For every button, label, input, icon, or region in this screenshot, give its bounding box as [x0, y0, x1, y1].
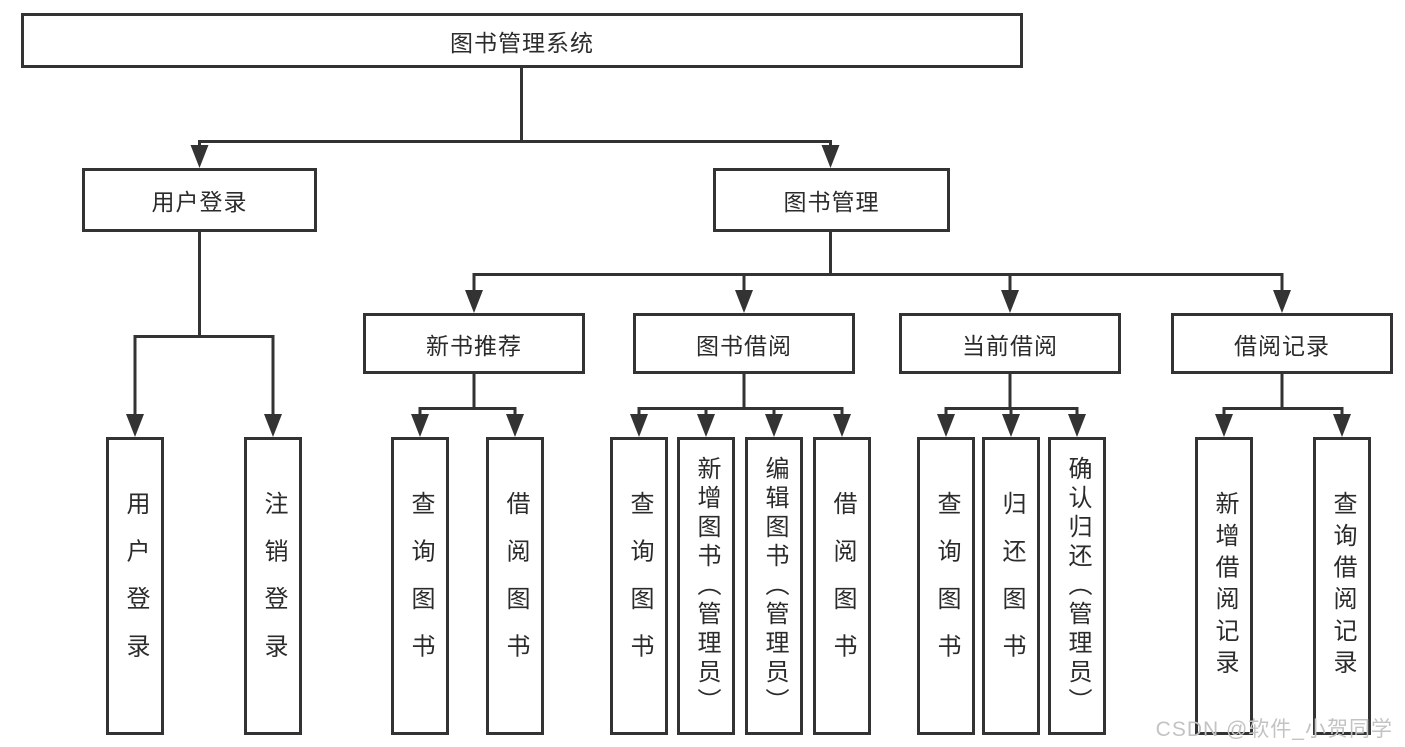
leaf-label: 查询图书 — [626, 491, 653, 681]
leaf-label: 借阅图书 — [829, 491, 856, 681]
leaf-label: 注销登录 — [260, 491, 287, 681]
node-leaf-search-books-2: 查询图书 — [610, 437, 668, 735]
leaf-label: 新增图书（管理员） — [693, 455, 720, 717]
node-leaf-edit-books-admin: 编辑图书（管理员） — [745, 437, 803, 735]
node-leaf-add-books-admin: 新增图书（管理员） — [677, 437, 735, 735]
leaf-label: 查询借阅记录 — [1329, 491, 1356, 681]
node-leaf-add-borrow-record: 新增借阅记录 — [1195, 437, 1253, 735]
node-leaf-borrow-books-1: 借阅图书 — [486, 437, 544, 735]
leaf-label: 查询图书 — [933, 491, 960, 681]
leaf-label: 新增借阅记录 — [1211, 491, 1238, 681]
node-leaf-user-login: 用户登录 — [106, 437, 164, 735]
node-new-book-recommendation: 新书推荐 — [363, 313, 585, 374]
node-leaf-confirm-return-admin: 确认归还（管理员） — [1048, 437, 1106, 735]
node-leaf-borrow-books-2: 借阅图书 — [813, 437, 871, 735]
node-borrowing-records: 借阅记录 — [1171, 313, 1393, 374]
node-current-borrowing: 当前借阅 — [899, 313, 1121, 374]
leaf-label: 查询图书 — [407, 491, 434, 681]
leaf-label: 用户登录 — [122, 491, 149, 681]
node-leaf-search-books-1: 查询图书 — [391, 437, 449, 735]
csdn-watermark: CSDN @软件_小贺同学 — [1155, 718, 1393, 741]
node-leaf-search-borrow-record: 查询借阅记录 — [1313, 437, 1371, 735]
node-leaf-return-books: 归还图书 — [982, 437, 1040, 735]
node-book-management-module: 图书管理 — [713, 168, 950, 232]
node-book-management-system: 图书管理系统 — [21, 13, 1023, 68]
leaf-label: 借阅图书 — [502, 491, 529, 681]
leaf-label: 归还图书 — [998, 491, 1025, 681]
leaf-label: 编辑图书（管理员） — [761, 455, 788, 717]
node-user-login-module: 用户登录 — [82, 168, 317, 232]
arrowhead-icons — [126, 145, 1351, 437]
leaf-label: 确认归还（管理员） — [1064, 455, 1091, 717]
node-leaf-search-books-3: 查询图书 — [917, 437, 975, 735]
node-leaf-logout: 注销登录 — [244, 437, 302, 735]
node-book-borrowing: 图书借阅 — [633, 313, 855, 374]
